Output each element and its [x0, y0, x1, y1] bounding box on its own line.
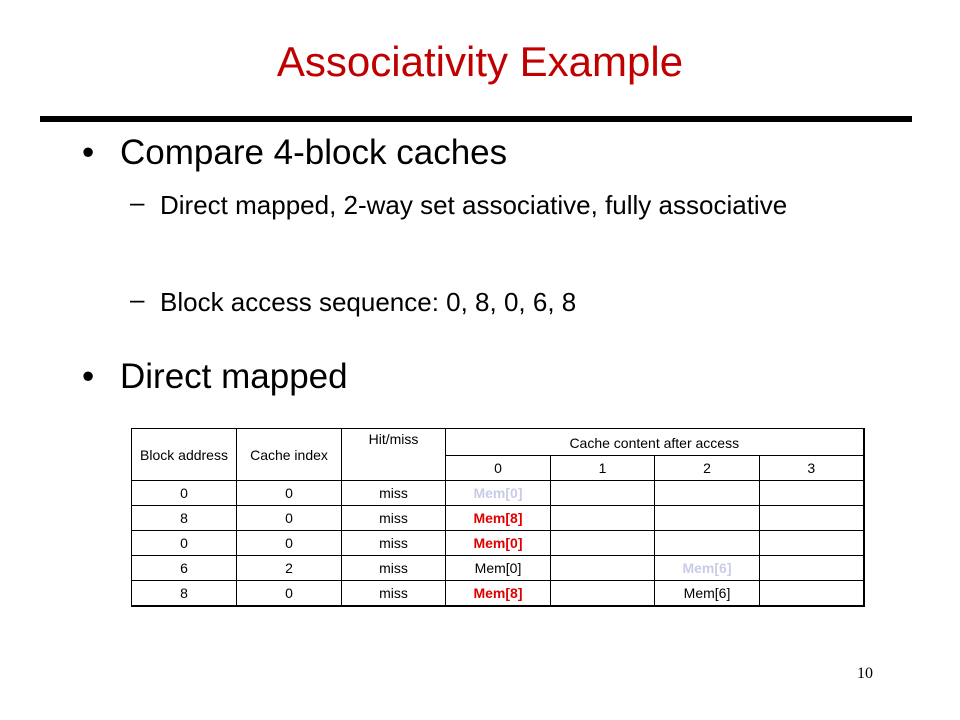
bullet-dot: • [82, 133, 95, 172]
cell-slot-1 [550, 580, 655, 607]
cell-slot-2 [654, 505, 760, 531]
header-cache-content: Cache content after access [444, 428, 865, 456]
cell-hit-miss: miss [341, 480, 446, 506]
direct-mapped-cache-table: Block address Cache index Hit/miss Cache… [131, 428, 865, 607]
bullet-direct-mapped: • Direct mapped [82, 357, 348, 397]
subbullet-cache-types: – Direct mapped, 2-way set associative, … [130, 187, 800, 223]
cell-slot-2 [654, 530, 760, 556]
header-slot-3: 3 [758, 455, 865, 481]
cell-hit-miss: miss [341, 530, 446, 556]
cell-slot-1 [550, 480, 655, 506]
bullet-text: Compare 4-block caches [120, 133, 508, 172]
cell-block-address: 6 [131, 555, 237, 581]
page-number: 10 [857, 665, 873, 682]
cell-slot-2: Mem[6] [654, 580, 760, 607]
cell-slot-3 [758, 480, 865, 506]
cell-slot-1 [550, 530, 655, 556]
cell-cache-index: 2 [236, 555, 342, 581]
cell-hit-miss: miss [341, 505, 446, 531]
cell-slot-3 [758, 505, 865, 531]
cell-block-address: 0 [131, 480, 237, 506]
cell-slot-1 [550, 505, 655, 531]
header-cache-index: Cache index [236, 428, 342, 481]
cell-slot-3 [758, 580, 865, 607]
cell-slot-3 [758, 530, 865, 556]
cell-cache-index: 0 [236, 480, 342, 506]
bullet-text: Direct mapped [120, 357, 348, 396]
cell-slot-2 [654, 480, 760, 506]
cell-cache-index: 0 [236, 580, 342, 607]
header-slot-2: 2 [654, 455, 760, 481]
cell-cache-index: 0 [236, 530, 342, 556]
cell-slot-3 [758, 555, 865, 581]
bullet-dot: • [82, 357, 95, 396]
cell-block-address: 8 [131, 505, 237, 531]
cell-slot-0: Mem[0] [445, 530, 551, 556]
table-header-row: Block address Cache index Hit/miss Cache… [131, 428, 865, 481]
cell-block-address: 0 [131, 530, 237, 556]
slide-title: Associativity Example [276, 38, 684, 85]
subbullet-dash: – [130, 187, 145, 217]
header-hit-miss: Hit/miss [341, 428, 446, 481]
cell-slot-2: Mem[6] [654, 555, 760, 581]
bullet-compare-caches: • Compare 4-block caches [82, 133, 507, 173]
subbullet-text: Direct mapped, 2-way set associative, fu… [160, 190, 788, 220]
subbullet-dash: – [130, 284, 145, 314]
cell-hit-miss: miss [341, 580, 446, 607]
header-slot-1: 1 [550, 455, 655, 481]
cell-slot-0: Mem[8] [445, 505, 551, 531]
cell-slot-0: Mem[8] [445, 580, 551, 607]
cell-slot-1 [550, 555, 655, 581]
cell-slot-0: Mem[0] [445, 480, 551, 506]
subbullet-access-sequence: – Block access sequence: 0, 8, 0, 6, 8 [130, 284, 576, 320]
title-divider [40, 116, 912, 122]
cell-cache-index: 0 [236, 505, 342, 531]
cell-block-address: 8 [131, 580, 237, 607]
cell-hit-miss: miss [341, 555, 446, 581]
subbullet-text: Block access sequence: 0, 8, 0, 6, 8 [160, 287, 577, 317]
header-slot-0: 0 [445, 455, 551, 481]
cell-slot-0: Mem[0] [445, 555, 551, 581]
header-block-address: Block address [131, 428, 237, 481]
